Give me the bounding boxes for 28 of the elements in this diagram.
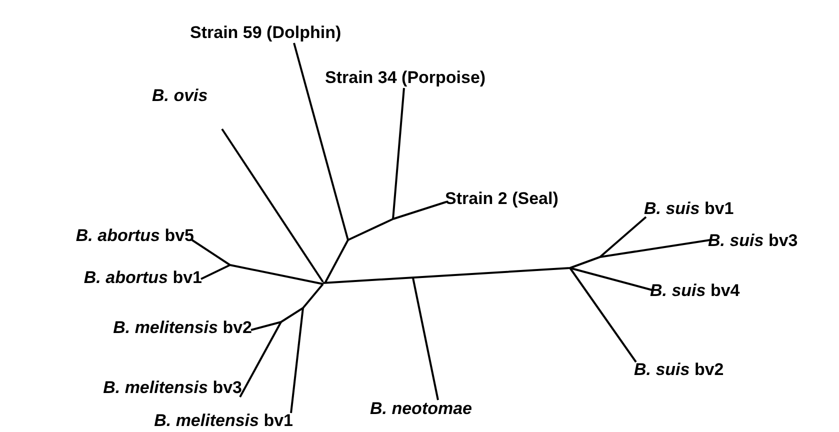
- branch-line: [600, 239, 710, 258]
- taxon-label: Strain 2 (Seal): [445, 189, 558, 209]
- taxon-label: B. neotomae: [370, 399, 472, 419]
- taxon-label: B. melitensis bv2: [113, 318, 252, 338]
- taxon-label: B. suis bv2: [634, 360, 724, 380]
- taxon-label: B. melitensis bv3: [103, 378, 242, 398]
- branch-line: [250, 321, 282, 331]
- taxon-label: Strain 59 (Dolphin): [190, 23, 342, 43]
- branch-line: [412, 278, 439, 400]
- taxon-label: B. suis bv4: [650, 281, 740, 301]
- branch-line: [599, 216, 647, 258]
- taxon-label: B. suis bv3: [708, 231, 798, 251]
- taxon-label: B. abortus bv1: [84, 268, 202, 288]
- branch-line: [570, 267, 652, 291]
- branch-line: [293, 42, 349, 240]
- branch-line: [290, 308, 304, 414]
- taxon-label: B. melitensis bv1: [154, 411, 293, 431]
- branch-line: [221, 128, 324, 283]
- branch-line: [392, 88, 405, 220]
- taxon-label: B. abortus bv5: [76, 226, 194, 246]
- taxon-label: B. suis bv1: [644, 199, 734, 219]
- branch-line: [239, 322, 282, 398]
- branch-line: [569, 267, 637, 363]
- branch-line: [392, 201, 446, 220]
- taxon-label: Strain 34 (Porpoise): [325, 68, 486, 88]
- taxon-label: B. ovis: [152, 86, 208, 106]
- branch-line: [200, 264, 230, 280]
- branch-line: [191, 239, 231, 266]
